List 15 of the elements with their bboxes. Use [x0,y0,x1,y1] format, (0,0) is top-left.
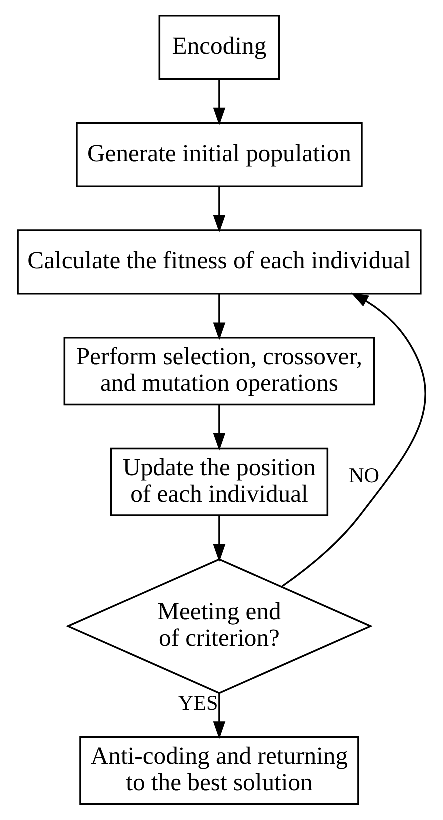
node-box: Calculate the fitness of each individual [16,230,422,295]
edge-label: NO [348,464,379,488]
arrow [212,294,226,340]
node-box: Perform selection, crossover, and mutation operations [63,337,375,406]
arrow [212,694,226,740]
node-box: Generate initial population [76,122,362,188]
arrow [212,516,226,562]
arrow [281,292,426,588]
arrow [212,186,226,233]
arrow [212,79,226,126]
node-diamond: Meeting end of criterion? [66,558,372,694]
node-box: Encoding [158,15,280,80]
node-box: Update the position of each individual [110,448,328,516]
arrow [212,405,226,451]
node-box: Anti-coding and returning to the best solution [79,736,359,805]
